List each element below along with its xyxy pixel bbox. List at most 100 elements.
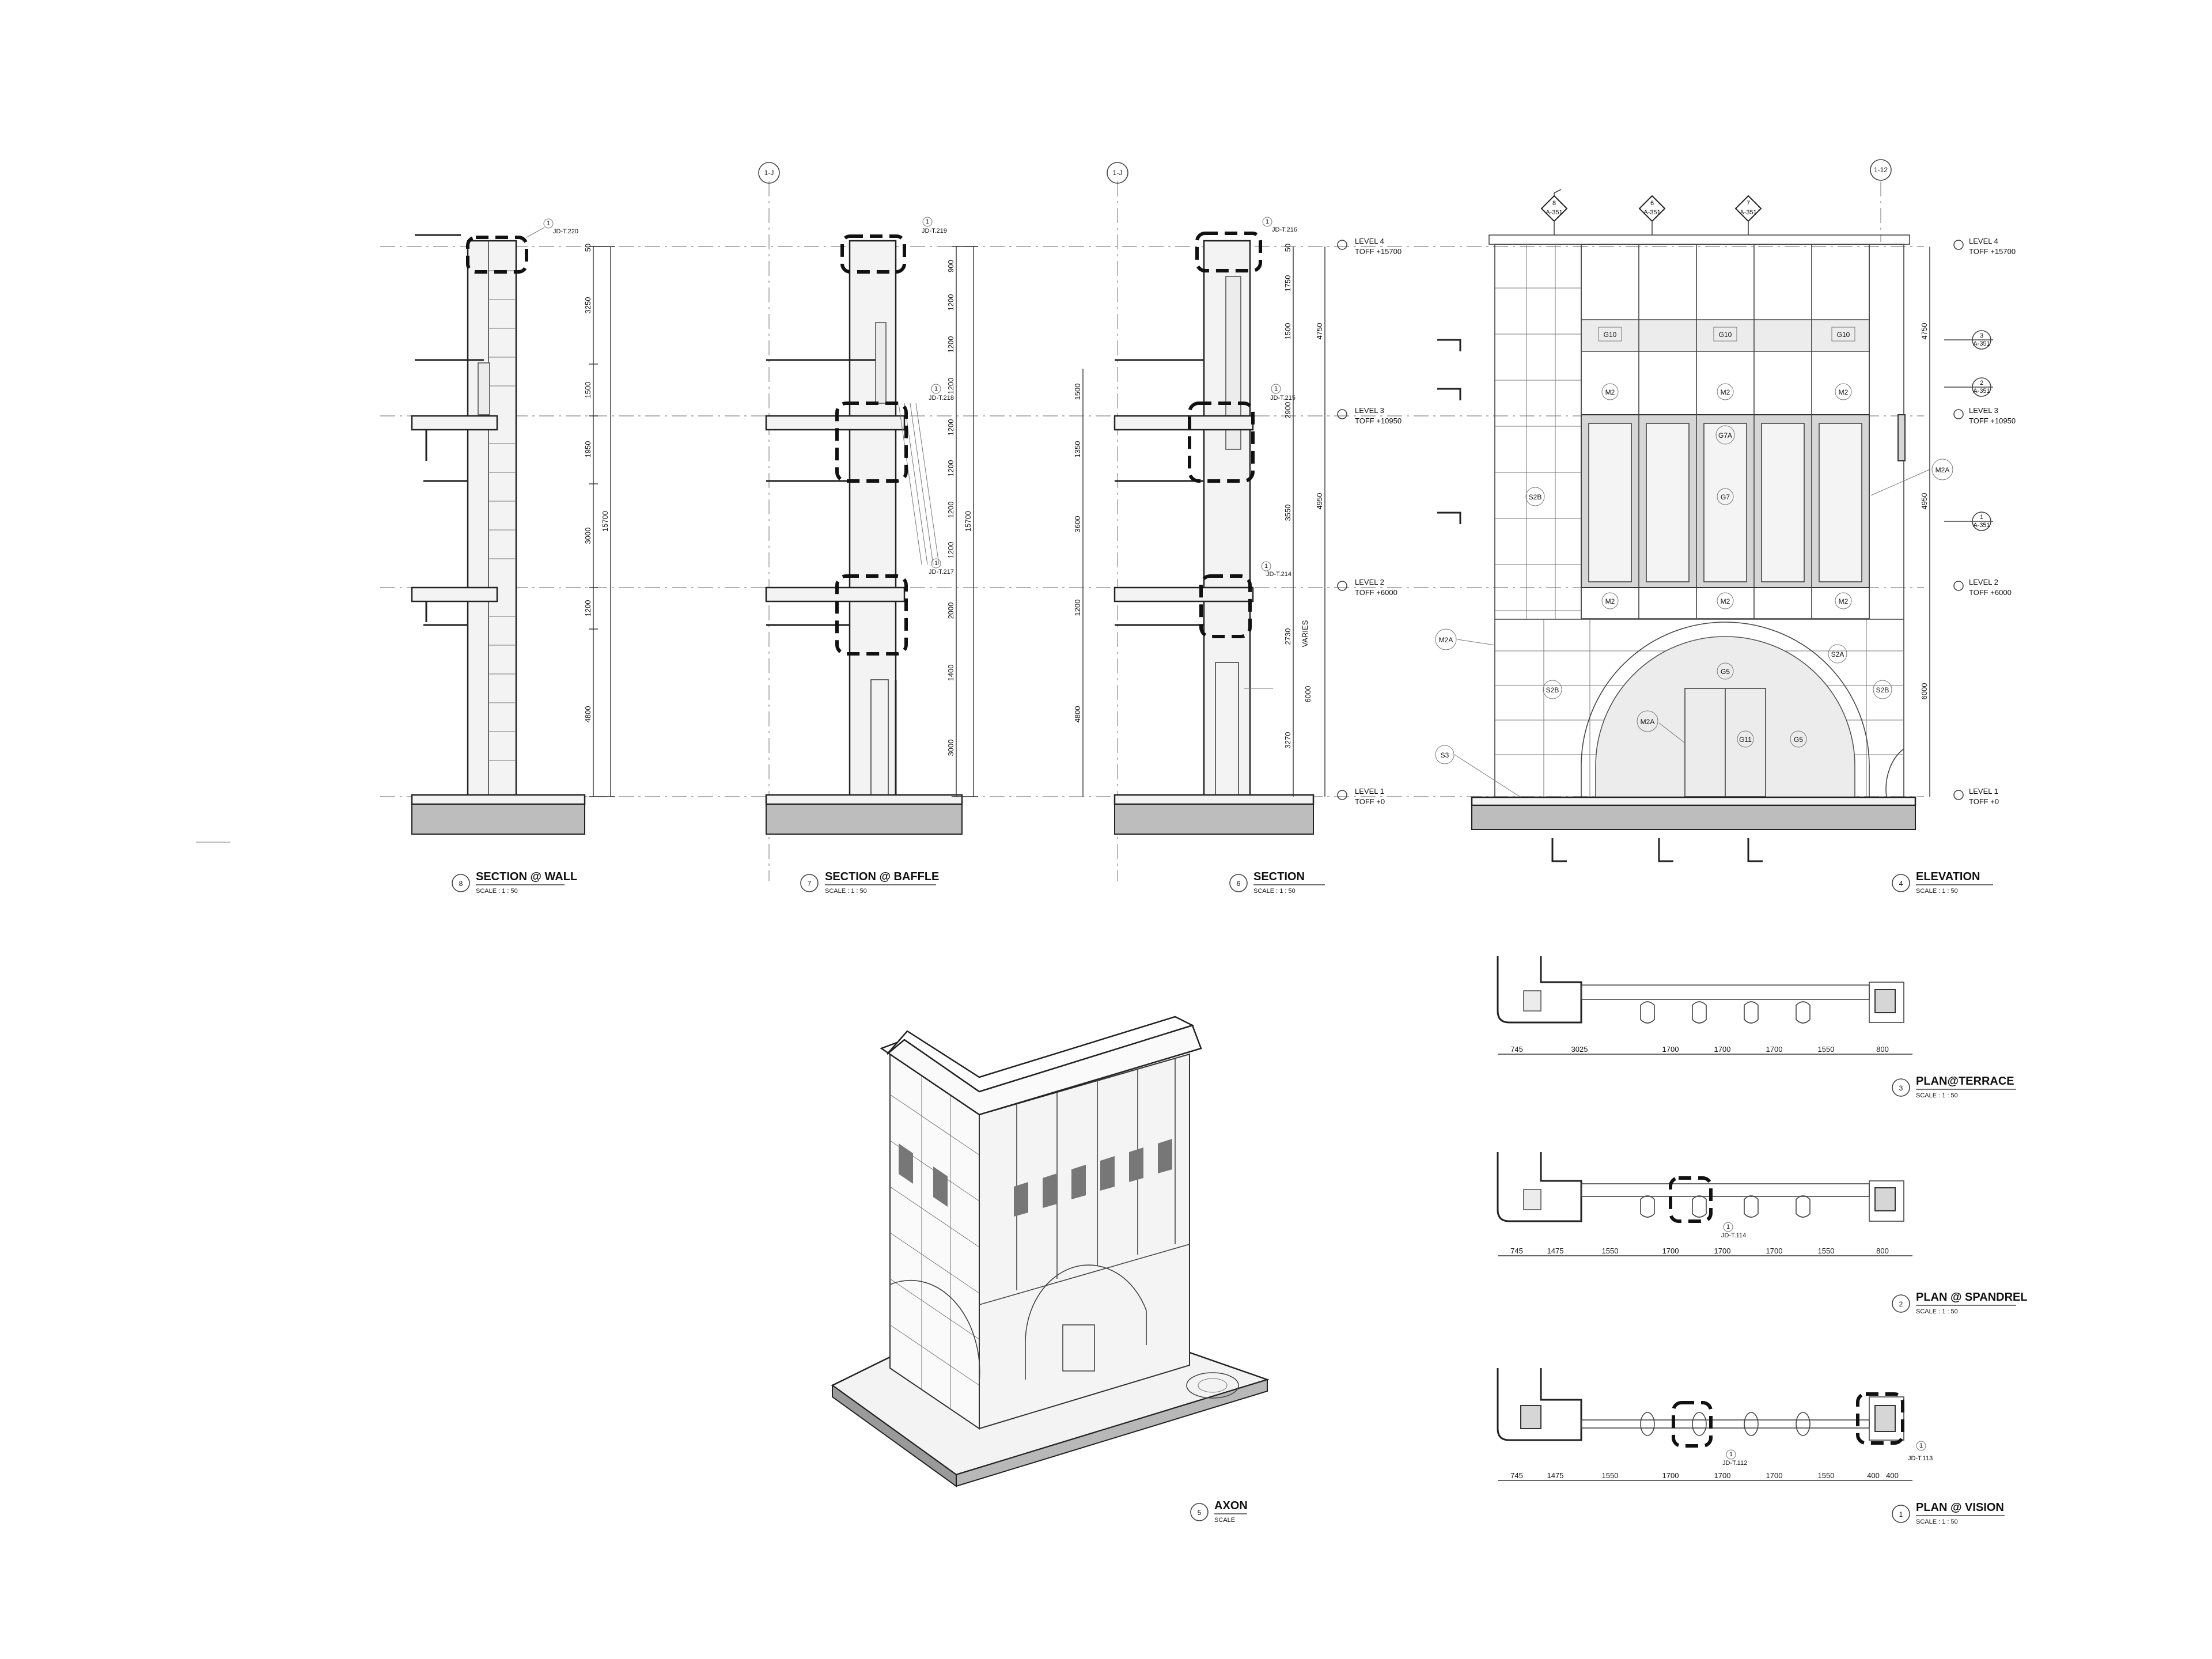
svg-text:S2B: S2B — [1529, 493, 1542, 501]
detail-callout-box[interactable] — [835, 574, 908, 656]
title-plan-spandrel: 2 PLAN @ SPANDREL SCALE : 1 : 50 — [1892, 1291, 2028, 1315]
dim-label: 400 — [1886, 1471, 1899, 1480]
view-number: 1 — [1899, 1510, 1903, 1518]
dim-label: 3270 — [1283, 732, 1292, 749]
tag: M2A — [1637, 710, 1685, 744]
tag: G7A — [1715, 425, 1735, 445]
level-markers-section: LEVEL 4 TOFF +15700 LEVEL 3 TOFF +10950 … — [1337, 237, 1402, 806]
view-number: 7 — [808, 880, 812, 888]
title-axon: 5 AXON SCALE — [1190, 1499, 1248, 1524]
level-markers-elevation: LEVEL 4 TOFF +15700 LEVEL 3 TOFF +10950 … — [1953, 237, 2016, 806]
tag: M2A — [1435, 628, 1495, 650]
detail-callout-box[interactable] — [1199, 574, 1252, 638]
detail-callout-box[interactable] — [835, 402, 908, 483]
detail-callout-box[interactable] — [1856, 1392, 1904, 1445]
view-scale: SCALE : 1 : 50 — [1253, 888, 1296, 895]
detail-callout-box[interactable] — [1669, 1176, 1713, 1223]
plan-spandrel-drawing: 1 JD-T.114 745 1475 1550 1700 1700 1700 … — [1497, 1152, 1912, 1256]
section-wall-drawing: 1 JD-T.220 50 3250 1500 1950 3000 1200 4… — [196, 218, 615, 843]
view-title: PLAN @ VISION — [1916, 1501, 2004, 1514]
dim-label: 1200 — [946, 460, 955, 477]
dim-label: 1200 — [946, 542, 955, 559]
view-number: 8 — [459, 880, 463, 888]
tag: S2A — [1828, 644, 1847, 664]
svg-text:G10: G10 — [1719, 331, 1732, 339]
tag: M2 — [1835, 592, 1852, 609]
dim-label: 1500 — [1073, 384, 1082, 400]
dim-label: VARIES — [1301, 620, 1309, 647]
detail-ref: JD-T.217 — [929, 569, 954, 575]
dim-label: 4750 — [1315, 323, 1324, 340]
dim-label: 1500 — [1283, 323, 1292, 340]
detail-ref: JD-T.112 — [1722, 1460, 1747, 1467]
view-title: SECTION @ WALL — [476, 870, 577, 883]
svg-text:G10: G10 — [1837, 331, 1850, 339]
svg-text:G5: G5 — [1721, 668, 1730, 676]
detail-number: 1 — [1264, 563, 1268, 570]
axon-drawing — [831, 1016, 1270, 1487]
dim-label: 4750 — [1920, 323, 1929, 340]
tag: S2B — [1873, 680, 1892, 699]
dim-label: 1550 — [1818, 1471, 1835, 1480]
detail-callout-box[interactable] — [1195, 232, 1262, 272]
svg-text:G5: G5 — [1794, 736, 1803, 744]
dim-label: 800 — [1876, 1045, 1889, 1054]
tag: G7 — [1717, 488, 1734, 505]
detail-number: 1 — [934, 385, 938, 392]
elevation-top-callouts: 8 A-351 6 A-351 7 A-351 — [1540, 189, 1762, 235]
detail-callout-box[interactable] — [840, 234, 906, 274]
dim-total: 15700 — [601, 511, 609, 532]
title-plan-terrace: 3 PLAN@TERRACE SCALE : 1 : 50 — [1892, 1075, 2016, 1099]
dim-label: 1200 — [946, 502, 955, 518]
elevation-right-dims: 4750 4950 6000 — [1920, 247, 1930, 797]
dim-label: 1200 — [1073, 600, 1082, 616]
tag: G10 — [1713, 327, 1737, 342]
detail-ref: JD-T.113 — [1908, 1455, 1933, 1462]
section-baffle-drawing: 1 JD-T.219 1 JD-T.218 1 JD-T.217 900 120… — [765, 217, 978, 835]
svg-text:M2: M2 — [1605, 388, 1615, 396]
level-name: LEVEL 4 — [1355, 237, 1384, 245]
callout-number: 7 — [1747, 200, 1750, 207]
view-title: ELEVATION — [1916, 870, 1980, 883]
dim-label: 6000 — [1304, 686, 1312, 703]
callout-sheet: A-351 — [1973, 340, 1990, 347]
dim-label: 1500 — [584, 382, 592, 399]
tag: G10 — [1831, 327, 1855, 342]
view-title: PLAN @ SPANDREL — [1916, 1291, 2028, 1304]
detail-callout-box[interactable] — [466, 236, 528, 274]
tag: S3 — [1435, 745, 1521, 798]
svg-text:G11: G11 — [1739, 736, 1752, 744]
grid-label: 1-J — [764, 169, 774, 177]
tag: S2B — [1543, 680, 1562, 699]
dim-label: 1700 — [1662, 1045, 1679, 1054]
level-toff: TOFF +6000 — [1355, 588, 1397, 597]
dim-label: 1700 — [1714, 1471, 1731, 1480]
dim-label: 3025 — [1571, 1045, 1588, 1054]
tag: M2 — [1601, 383, 1619, 400]
dim-label: 3000 — [946, 740, 955, 756]
tag: M2A — [1870, 459, 1953, 496]
view-number: 2 — [1899, 1300, 1903, 1308]
level-toff: TOFF +0 — [1355, 797, 1385, 806]
detail-callout-box[interactable] — [1672, 1401, 1713, 1448]
section-drawing: 1 JD-T.216 1 JD-T.215 1 JD-T.214 1500 13… — [1073, 217, 1325, 835]
view-title: AXON — [1214, 1499, 1248, 1512]
tag: G11 — [1737, 730, 1754, 748]
section-dims — [1082, 247, 1325, 797]
dim-label: 1700 — [1766, 1471, 1783, 1480]
svg-text:S2A: S2A — [1831, 650, 1844, 658]
view-number: 4 — [1899, 880, 1903, 888]
detail-number: 1 — [934, 560, 938, 567]
dim-label: 3550 — [1283, 505, 1292, 521]
section-baffle-dims — [952, 246, 978, 797]
tag: G5 — [1717, 662, 1734, 680]
dim-label: 1200 — [946, 336, 955, 353]
level-toff: TOFF +15700 — [1969, 247, 2016, 256]
callout-sheet: A-351 — [1740, 209, 1756, 216]
dim-label: 1700 — [1714, 1045, 1731, 1054]
view-number: 6 — [1237, 880, 1241, 888]
view-title: PLAN@TERRACE — [1916, 1075, 2014, 1088]
detail-callout-box[interactable] — [1188, 402, 1255, 483]
svg-text:S2B: S2B — [1876, 686, 1889, 694]
view-title: SECTION @ BAFFLE — [825, 870, 939, 883]
